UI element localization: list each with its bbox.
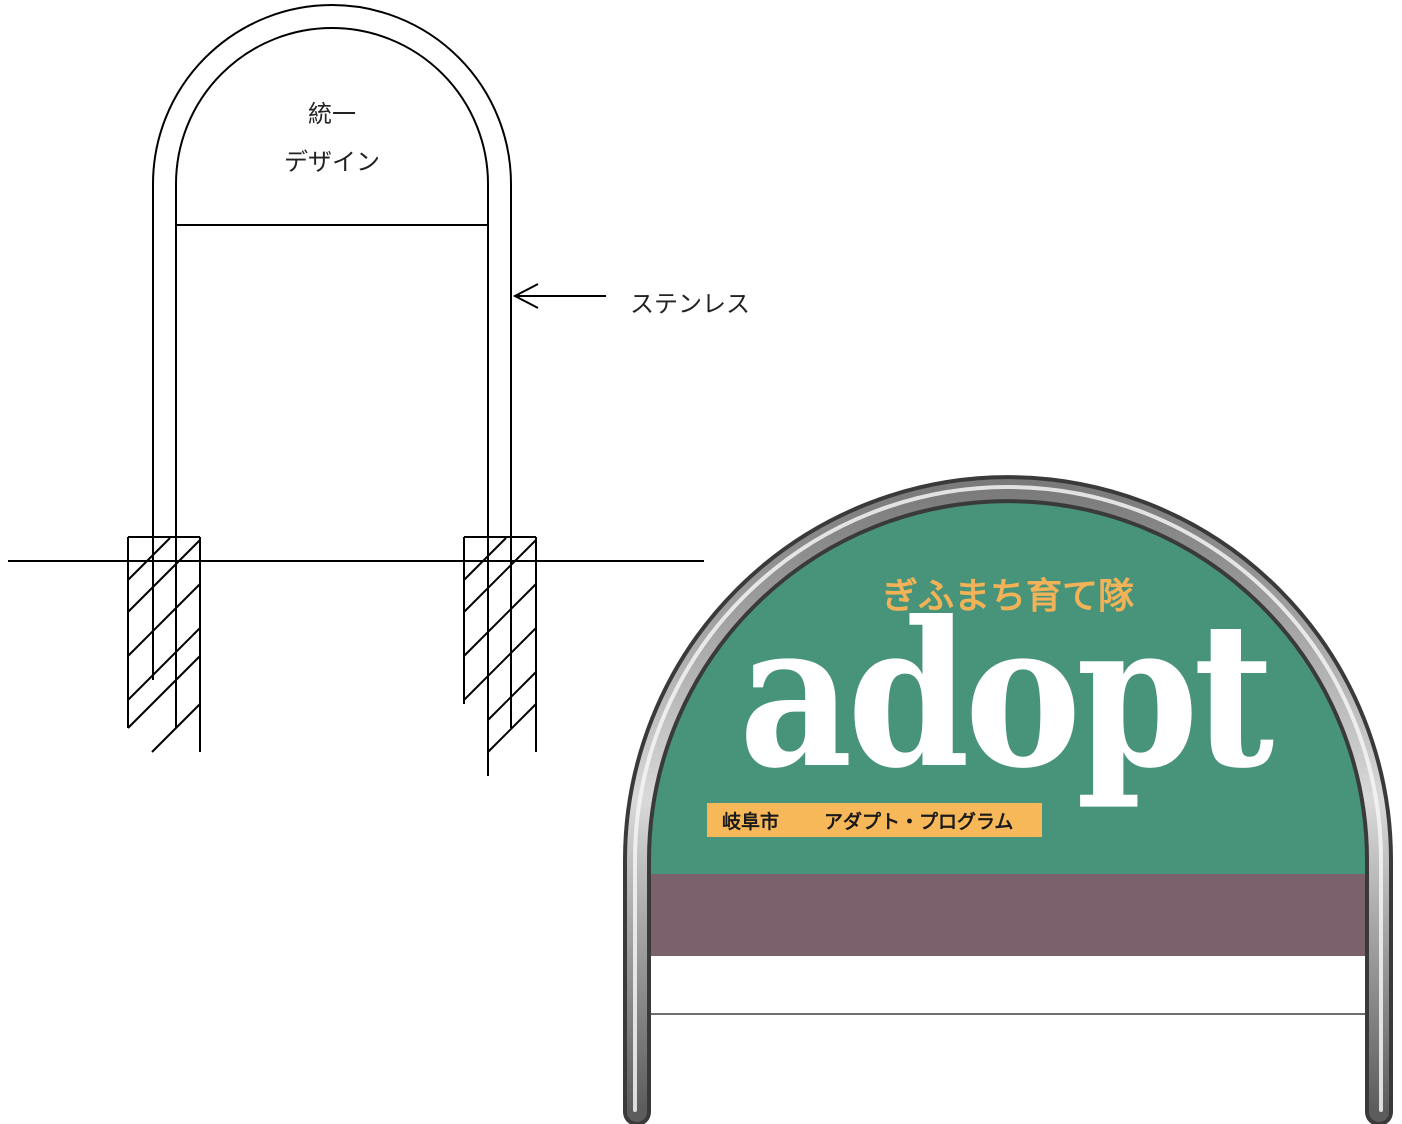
program-label: アダプト・プログラム (824, 810, 1013, 833)
frame-tube-highlight (633, 485, 1383, 1112)
sign-subtitle: ぎふまち育て隊 (882, 576, 1134, 617)
right-footing (463, 536, 537, 776)
sign-rendering: ぎふまち育て隊 adopt 岐阜市 アダプト・プログラム (623, 475, 1393, 1124)
sign-logo-text: adopt (739, 578, 1274, 813)
frame-tube (627, 479, 1389, 1122)
outer-arch-line (152, 4, 512, 540)
left-footing (127, 536, 201, 753)
technical-drawing (8, 4, 704, 776)
program-label-prefix: 岐阜市 (722, 810, 779, 833)
arrow-left-icon (512, 283, 606, 309)
panel-label-line2: デザイン (284, 148, 380, 176)
white-area (650, 956, 1366, 1124)
program-label-box (707, 803, 1042, 837)
inner-arch-line (175, 27, 489, 540)
material-label: ステンレス (630, 290, 750, 318)
mauve-band (650, 874, 1366, 956)
panel-label-line1: 統一 (308, 100, 356, 128)
